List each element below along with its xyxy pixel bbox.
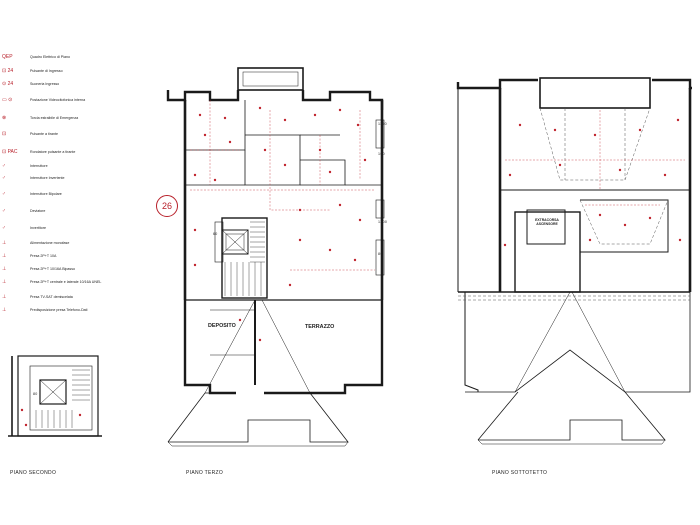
- legend-label: Predisposizione presa Telefono-Dati: [30, 308, 88, 312]
- dimension-label: 1150: [378, 122, 387, 126]
- legend-row: ⊥ Presa 2P+T 10A: [0, 251, 160, 261]
- dimension-label: 1300: [378, 220, 388, 224]
- legend-row: ⊥ Alimentazione monofase: [0, 238, 160, 248]
- piano-sottotetto-walls: [456, 77, 692, 445]
- piano-terzo-wiring: [190, 100, 375, 271]
- legend-row: ⊥ Presa 2P+T centrale e laterale 10/16A U…: [0, 277, 160, 287]
- piano-secondo-walls: [8, 355, 102, 437]
- legend-row: ⊗ Torcia estraibile di Emergenza: [0, 113, 160, 123]
- legend-label: Quadro Elettrico di Piano: [30, 55, 70, 59]
- legend-row: ♂ Interruttore: [0, 161, 160, 171]
- piano-sottotetto-dashed: [458, 107, 690, 301]
- legend-label: Alimentazione monofase: [30, 241, 70, 245]
- legend-symbol: QEP: [2, 54, 13, 60]
- legend-label: Torcia estraibile di Emergenza: [30, 116, 79, 120]
- legend-row: ⊡ 24 Pulsante di Ingresso: [0, 66, 160, 76]
- piano-terzo-walls: [166, 67, 385, 447]
- legend-symbol: ⊥: [2, 294, 7, 300]
- legend-label: Presa 2P+T 10/16A Bipasso: [30, 267, 75, 271]
- legend-label: Interruttore Bipolare: [30, 192, 62, 196]
- legend-label: Deviatore: [30, 209, 46, 213]
- legend-symbol: ▭ ⊙: [2, 97, 13, 103]
- dimension-label: 160: [378, 152, 385, 156]
- plan-title-secondo: PIANO SECONDO: [10, 470, 57, 476]
- piano-sottotetto-wiring: [505, 110, 685, 206]
- legend-label: Pulsante di Ingresso: [30, 69, 63, 73]
- piano-terzo-fixtures: [193, 106, 367, 342]
- legend-row: ⊥ Presa 2P+T 10/16A Bipasso: [0, 264, 160, 274]
- legend-symbol: ⊥: [2, 266, 7, 272]
- legend-row: ⊥ Predisposizione presa Telefono-Dati: [0, 305, 160, 315]
- legend-symbol: ⊗: [2, 115, 7, 121]
- piano-terzo-stairs: [224, 221, 265, 296]
- legend-label: Presa 2P+T centrale e laterale 10/16A UN…: [30, 280, 102, 284]
- room-label-extracorsa: EXTRACORSA ASCENSORE: [535, 218, 559, 226]
- legend-row: ⊡ Pulsante a tirante: [0, 129, 160, 139]
- room-label-deposito: DEPOSITO: [208, 323, 236, 329]
- legend-label: Pulsante a tirante: [30, 132, 58, 136]
- legend-symbol: ♂: [2, 208, 6, 214]
- plan-title-sottotetto: PIANO SOTTOTETTO: [492, 470, 548, 476]
- sheet-number-badge: 26: [156, 195, 178, 217]
- legend-symbol: ⊥: [2, 253, 7, 259]
- legend-label: Interruttore Invertente: [30, 176, 65, 180]
- legend-row: ♂ Interruttore Bipolare: [0, 189, 160, 199]
- legend-row: ⊙ 24 Suoneria Ingresso: [0, 79, 160, 89]
- legend-symbol: ♂: [2, 163, 6, 169]
- legend-row: ♂ Deviatore: [0, 206, 160, 216]
- plan-title-terzo: PIANO TERZO: [186, 470, 224, 476]
- legend: QEP Quadro Elettrico di Piano ⊡ 24 Pulsant…: [0, 52, 160, 322]
- room-label-terrazzo: TERRAZZO: [305, 324, 335, 330]
- legend-row: ⊡ PAC Rondatore pulsante a tirante: [0, 147, 160, 157]
- dimension-label: 60: [213, 232, 218, 236]
- legend-label: Invertitore: [30, 226, 46, 230]
- legend-label: Interruttore: [30, 164, 48, 168]
- legend-row: ⊥ Presa TV-SAT demiscelata: [0, 292, 160, 302]
- legend-symbol: ⊡: [2, 131, 7, 137]
- legend-label: Suoneria Ingresso: [30, 82, 60, 86]
- legend-row: ♂ Invertitore: [0, 223, 160, 233]
- legend-symbol: ♂: [2, 175, 6, 181]
- legend-row: ♂ Interruttore Invertente: [0, 173, 160, 183]
- legend-symbol: ⊙ 24: [2, 81, 14, 87]
- legend-symbol: ⊡ PAC: [2, 149, 18, 155]
- piano-secondo-fixtures: [20, 408, 82, 427]
- dimension-label: 80: [378, 252, 383, 256]
- piano-sottotetto-fixtures: [503, 118, 682, 247]
- legend-label: Postazione Videocitofonica interna: [30, 98, 86, 102]
- legend-label: Presa TV-SAT demiscelata: [30, 295, 73, 299]
- dimension-label: 80: [33, 392, 38, 396]
- piano-secondo-stairs: [35, 369, 90, 428]
- legend-row: QEP Quadro Elettrico di Piano: [0, 52, 160, 62]
- legend-symbol: ♂: [2, 225, 6, 231]
- legend-symbol: ⊥: [2, 240, 7, 246]
- legend-label: Presa 2P+T 10A: [30, 254, 57, 258]
- legend-label: Rondatore pulsante a tirante: [30, 150, 76, 154]
- legend-symbol: ⊥: [2, 307, 7, 313]
- legend-symbol: ♂: [2, 191, 6, 197]
- legend-row: ▭ ⊙ Postazione Videocitofonica interna: [0, 95, 160, 105]
- legend-symbol: ⊡ 24: [2, 68, 14, 74]
- legend-symbol: ⊥: [2, 279, 7, 285]
